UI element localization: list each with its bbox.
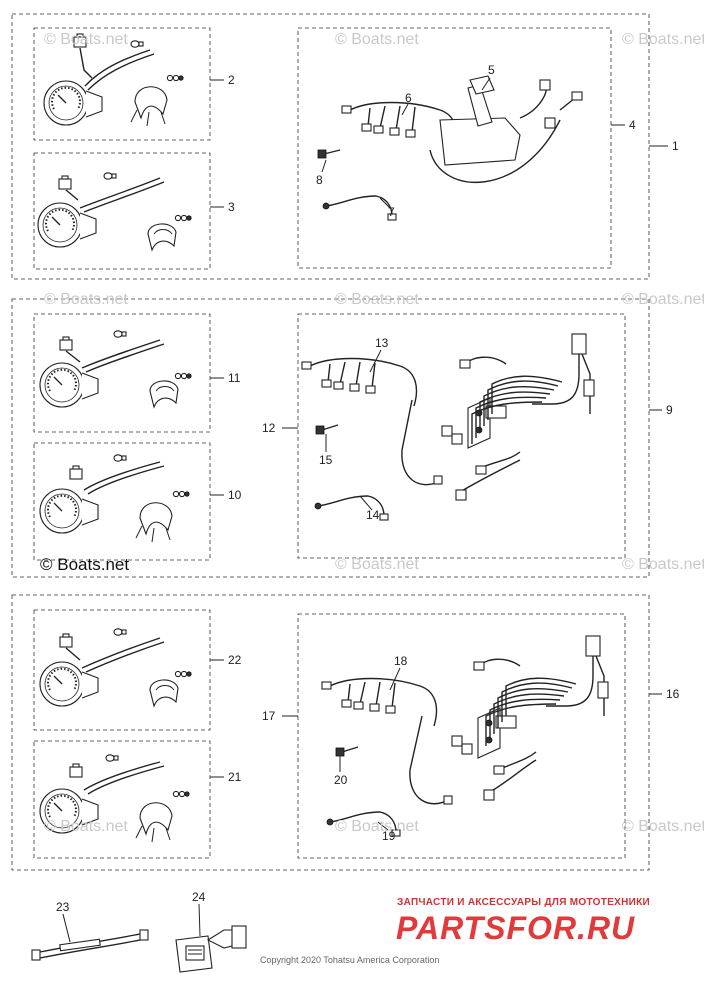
remote-control-4 [317,75,583,221]
callout-1: 1 [672,139,679,153]
remote-control-harness-17 [321,635,609,837]
group-3-outline [33,152,211,270]
callout-4: 4 [629,118,636,132]
meter-assembly-3 [37,172,192,251]
callout-12: 12 [262,421,276,435]
callout-21: 21 [228,770,242,784]
meter-assembly-21 [39,754,190,843]
leader-lines [62,77,668,943]
callout-5: 5 [488,63,495,77]
brand-logo: PARTSFOR.RU [396,910,635,946]
watermark: © Boats.net [622,31,704,48]
callout-15: 15 [319,453,333,467]
callout-23: 23 [56,900,70,914]
callout-18: 18 [394,654,408,668]
meter-assembly-10 [39,454,190,543]
callout-24: 24 [192,890,206,904]
watermark: © Boats.net [622,291,704,308]
group-21-outline [33,740,211,859]
callout-10: 10 [228,488,242,502]
meter-assembly-2 [43,33,184,127]
watermark: © Boats.net [44,818,128,835]
group-10-outline [33,442,211,561]
remote-control-harness-12 [301,333,595,521]
group-2-outline [33,27,211,141]
watermark: © Boats.net [622,818,704,835]
extension-wire-23 [31,929,149,961]
callout-labels: 1 2 3 4 5 6 7 8 9 10 11 12 13 14 15 16 1… [56,63,680,914]
callout-11: 11 [228,371,241,385]
callout-6: 6 [405,91,412,105]
group-11-outline [33,313,211,433]
callout-13: 13 [375,336,389,350]
callout-14: 14 [366,508,380,522]
callout-3: 3 [228,200,235,214]
brand-tagline: ЗАПЧАСТИ И АКСЕССУАРЫ ДЛЯ МОТОТЕХНИКИ [397,897,650,908]
group-22-outline [33,609,211,731]
group-4-outline [297,27,612,269]
copyright-text: Copyright 2020 Tohatsu America Corporati… [260,955,439,965]
watermark: © Boats.net [335,291,419,308]
callout-2: 2 [228,73,235,87]
group-17-outline [297,613,626,859]
callout-22: 22 [228,653,242,667]
group-16-outline [11,594,650,871]
watermarks: © Boats.net © Boats.net © Boats.net © Bo… [40,31,704,835]
watermark: © Boats.net [44,31,128,48]
watermark-main: © Boats.net [40,555,129,574]
callout-9: 9 [666,403,673,417]
callout-17: 17 [262,709,276,723]
meter-assembly-22 [39,628,192,707]
callout-8: 8 [316,173,323,187]
watermark: © Boats.net [622,556,704,573]
watermark: © Boats.net [335,818,419,835]
meter-assembly-11 [39,330,192,408]
group-9-outline [11,298,650,578]
watermark: © Boats.net [335,556,419,573]
watermark: © Boats.net [44,291,128,308]
callout-20: 20 [334,773,348,787]
group-1-outline [11,13,650,280]
switch-panel-24 [175,925,247,973]
group-12-outline [297,313,626,559]
callout-16: 16 [666,687,680,701]
callout-7: 7 [388,205,395,219]
callout-19: 19 [382,829,396,843]
watermark: © Boats.net [335,31,419,48]
